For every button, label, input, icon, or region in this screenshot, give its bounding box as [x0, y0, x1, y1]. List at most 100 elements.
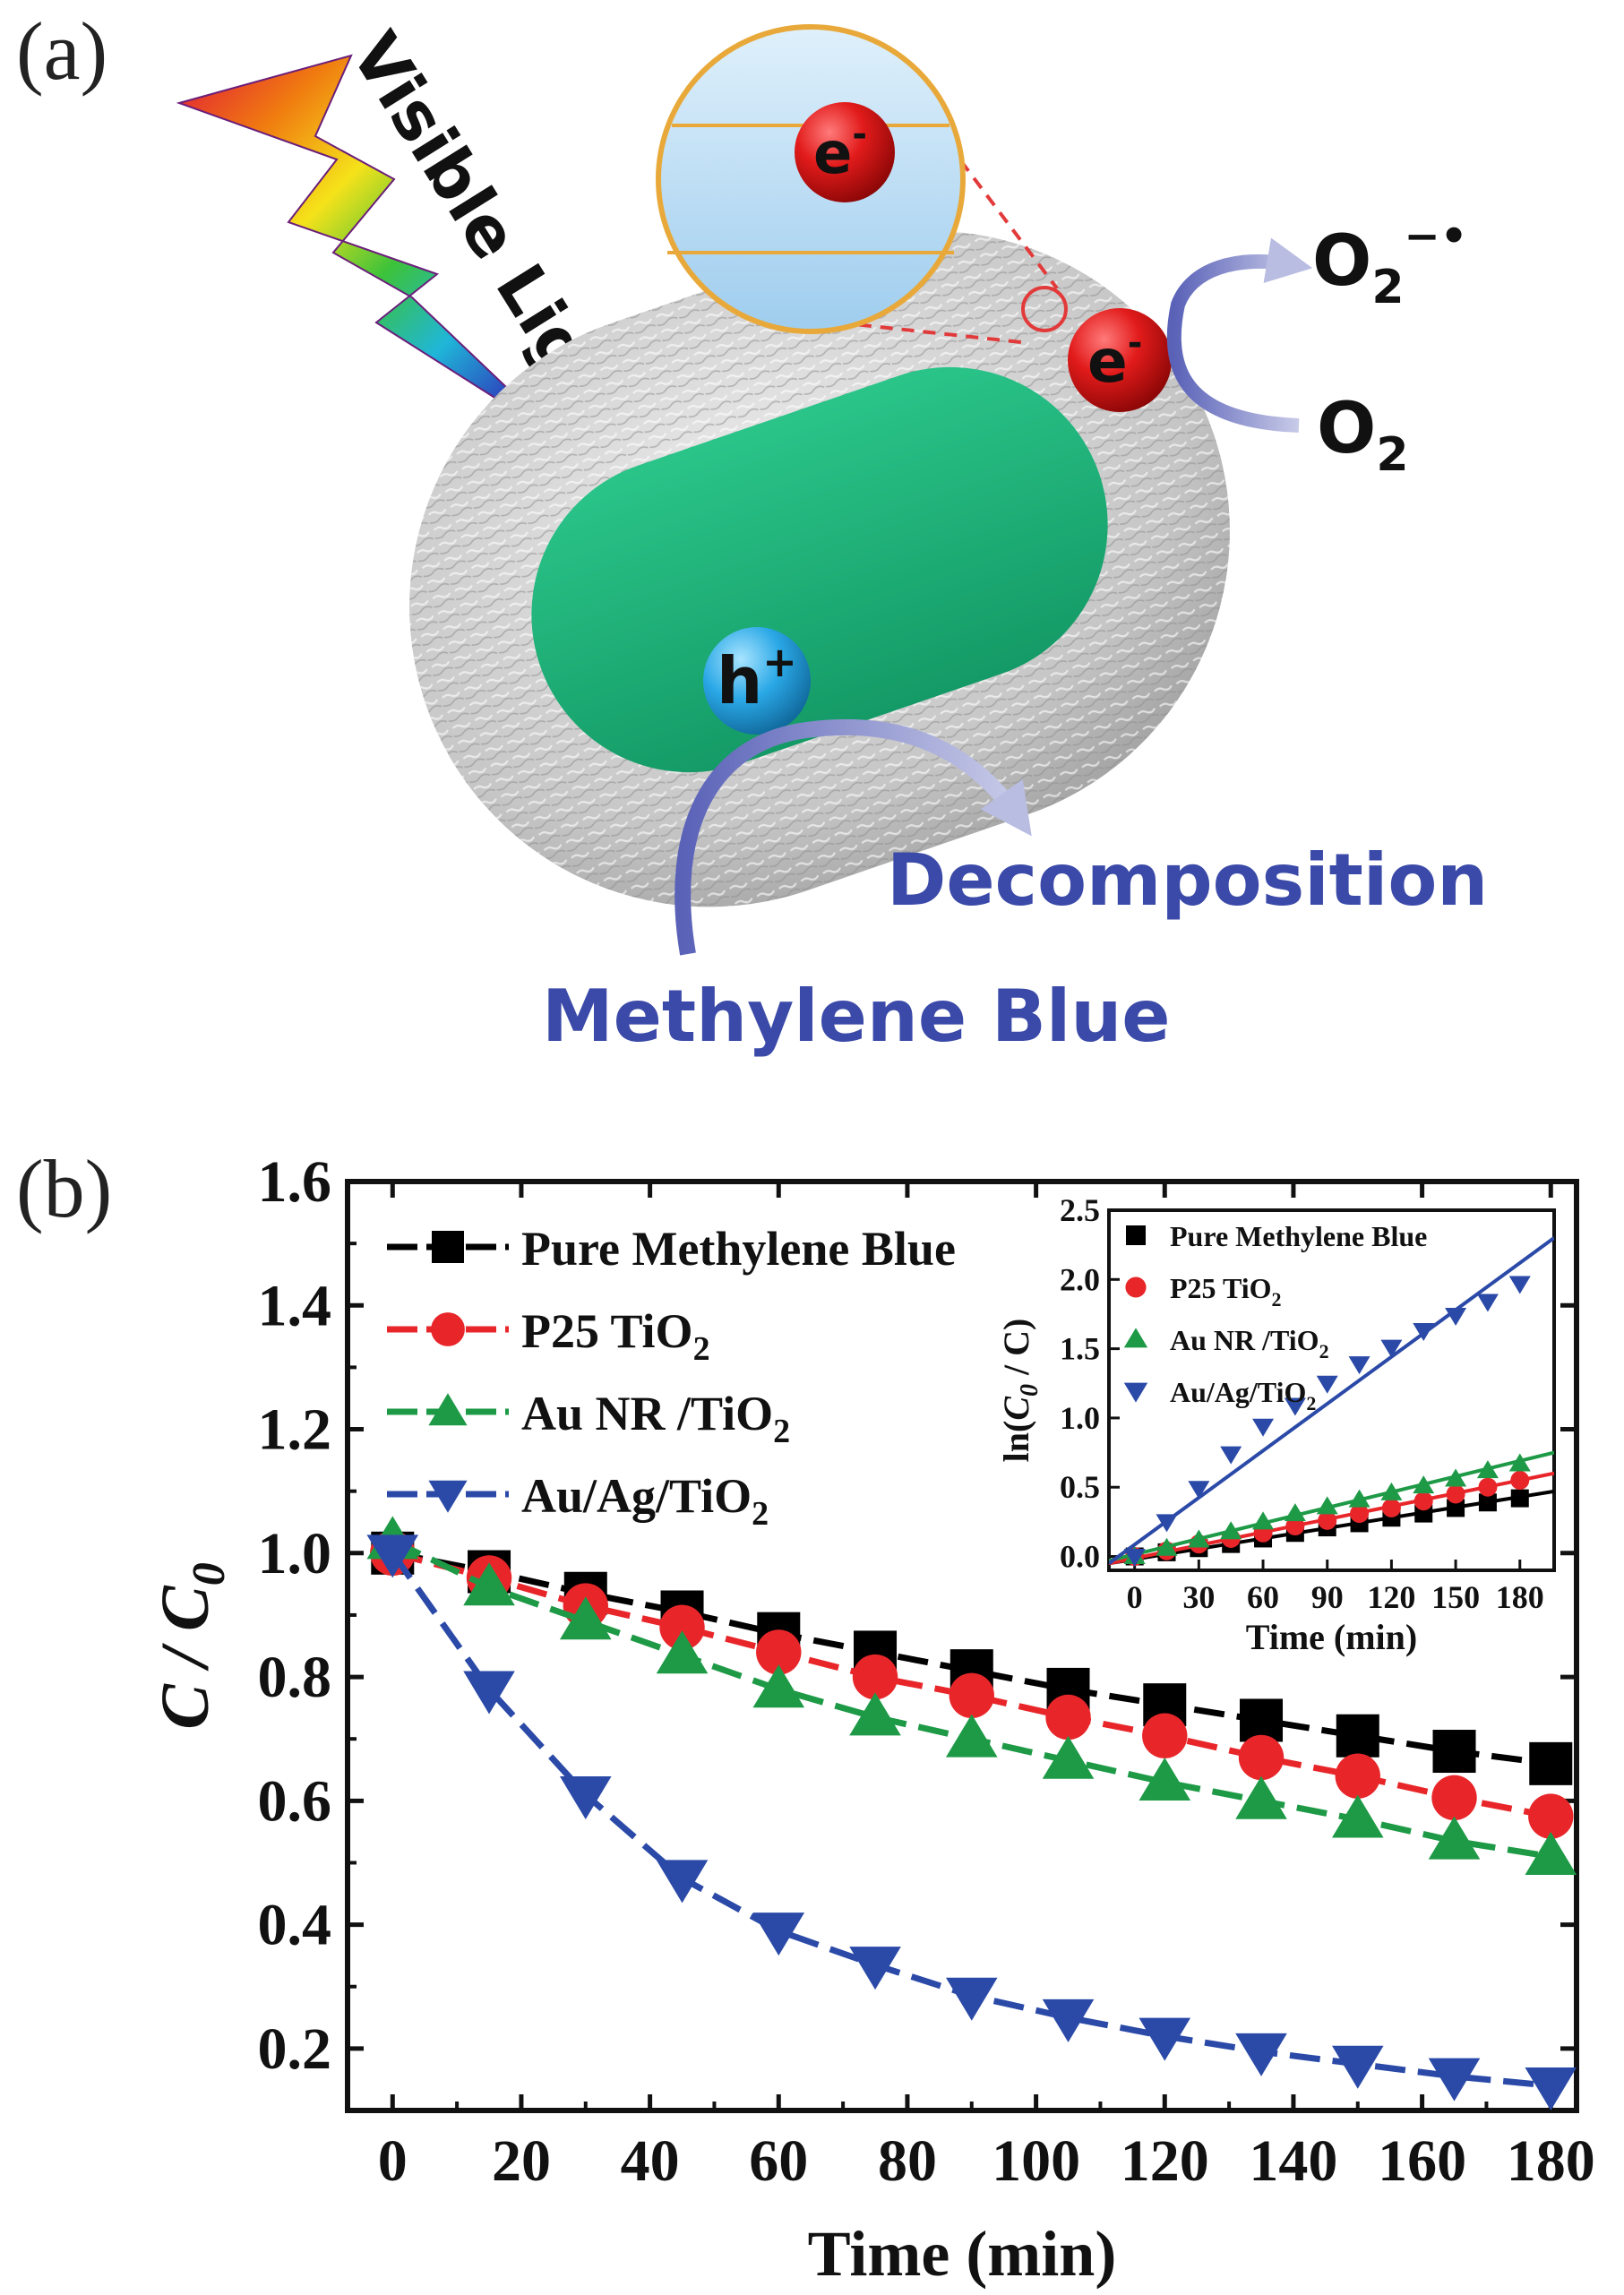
metal-core	[531, 366, 1108, 773]
x-tick-label: 80	[878, 2128, 937, 2194]
inset-y-tick-label: 1.0	[1060, 1400, 1100, 1436]
x-tick-label: 0	[378, 2128, 408, 2194]
inset-y-tick-label: 2.0	[1060, 1261, 1100, 1297]
inset-legend-item-p25-tio2: P25 TiO2	[1125, 1272, 1282, 1311]
inset-data-point-p25-tio2-105	[1350, 1504, 1370, 1524]
legend-marker	[431, 1312, 465, 1346]
data-point-au-nr-tio2-105	[1042, 1735, 1095, 1779]
inset-y-tick-label: 2.5	[1060, 1192, 1100, 1228]
inset-y-label-c0-sub: 0	[1016, 1384, 1044, 1397]
inset-data-point-au-nr-tio2-60	[1252, 1511, 1275, 1530]
legend-label: Pure Methylene Blue	[521, 1222, 956, 1276]
data-point-au-ag-tio2-45	[656, 1860, 709, 1904]
inset-x-tick-label: 60	[1247, 1579, 1279, 1615]
data-point-au-ag-tio2-30	[559, 1776, 612, 1820]
legend-marker	[428, 1393, 468, 1426]
legend-label-sub: 2	[693, 1330, 710, 1368]
inset-legend-item-pure-methylene-blue: Pure Methylene Blue	[1126, 1220, 1427, 1252]
y-tick-label: 0.4	[258, 1893, 332, 1958]
inset-legend-item-au-nr-tio2: Au NR /TiO2	[1123, 1324, 1329, 1362]
legend-label-main: P25 TiO	[521, 1304, 693, 1358]
inset-data-point-au-nr-tio2-165	[1476, 1460, 1499, 1479]
legend-label-main: Pure Methylene Blue	[521, 1222, 956, 1276]
panel-a-label: (a)	[16, 5, 107, 97]
inset-data-point-au-ag-tio2-120	[1380, 1339, 1403, 1358]
y-axis-label-main: C / C	[148, 1585, 223, 1730]
data-point-au-nr-tio2-30	[559, 1596, 612, 1640]
data-point-au-ag-tio2-105	[1042, 1998, 1095, 2042]
inset-data-point-p25-tio2-135	[1413, 1491, 1433, 1511]
data-point-au-nr-tio2-150	[1331, 1794, 1384, 1838]
data-point-p25-tio2-180	[1528, 1793, 1574, 1839]
series-au-ag-tio2	[366, 1534, 1577, 2110]
inset-legend-label: Au/Ag/TiO2	[1170, 1376, 1316, 1414]
series-p25-tio2	[370, 1530, 1574, 1839]
y-axis-label-sub: 0	[184, 1562, 235, 1586]
inset-legend-label-sub: 2	[1319, 1340, 1329, 1362]
inset-data-point-pure-methylene-blue-165	[1478, 1493, 1497, 1512]
legend-label: P25 TiO2	[521, 1304, 710, 1368]
inset-x-axis-label: Time (min)	[1246, 1617, 1417, 1657]
data-point-au-nr-tio2-180	[1525, 1831, 1577, 1875]
series-au-nr-tio2	[366, 1516, 1577, 1875]
legend-label: Au NR /TiO2	[521, 1387, 790, 1450]
hole-label: h+	[717, 638, 797, 718]
electron-icon-zoom	[795, 102, 895, 202]
legend-item-pure-methylene-blue: Pure Methylene Blue	[387, 1222, 956, 1276]
inset-data-point-p25-tio2-165	[1478, 1477, 1498, 1497]
inset-data-point-pure-methylene-blue-180	[1510, 1489, 1529, 1508]
o2-reduction-arrow	[1166, 237, 1313, 433]
x-tick-label: 20	[492, 2128, 551, 2194]
electron-label-zoom: e-	[813, 114, 867, 187]
data-point-p25-tio2-60	[756, 1629, 802, 1675]
lightning-bolt-icon	[176, 54, 563, 442]
x-axis-label: Time (min)	[808, 2218, 1117, 2290]
data-point-au-nr-tio2-135	[1235, 1775, 1287, 1819]
inset-data-point-au-nr-tio2-45	[1220, 1521, 1242, 1540]
zoom-spot	[1021, 286, 1068, 332]
data-point-au-nr-tio2-165	[1428, 1816, 1481, 1860]
legend-item-au-nr-tio2: Au NR /TiO2	[387, 1387, 790, 1450]
inset-series-au-nr-tio2	[1109, 1450, 1554, 1565]
data-point-au-nr-tio2-45	[656, 1630, 709, 1674]
inset-data-point-p25-tio2-150	[1446, 1484, 1465, 1504]
data-point-au-nr-tio2-90	[945, 1714, 998, 1758]
oxidation-arrow	[675, 718, 1032, 956]
legend-label-main: Au NR /TiO	[521, 1387, 773, 1440]
data-point-au-nr-tio2-15	[463, 1562, 515, 1606]
y-tick-label: 1.2	[258, 1397, 332, 1463]
inset-data-point-au-ag-tio2-165	[1476, 1294, 1499, 1312]
data-point-au-ag-tio2-180	[1525, 2067, 1577, 2110]
inset-legend-label: P25 TiO2	[1170, 1272, 1282, 1311]
inset-data-point-au-ag-tio2-15	[1156, 1514, 1178, 1533]
inset-data-point-au-nr-tio2-15	[1156, 1537, 1178, 1556]
data-point-pure-methylene-blue-180	[1529, 1741, 1573, 1785]
data-point-pure-methylene-blue-165	[1432, 1730, 1476, 1774]
inset-y-tick-label: 0.0	[1060, 1539, 1100, 1575]
inset-data-point-au-ag-tio2-105	[1348, 1356, 1371, 1375]
inset-data-point-au-ag-tio2-0	[1123, 1549, 1146, 1568]
y-axis-label: C / C0	[148, 1562, 235, 1730]
legend-label-main: Au/Ag/TiO	[521, 1469, 752, 1523]
x-tick-label: 60	[749, 2128, 808, 2194]
inset-data-point-au-nr-tio2-135	[1413, 1475, 1435, 1494]
inset-data-point-pure-methylene-blue-150	[1447, 1499, 1465, 1517]
legend-marker	[428, 1480, 468, 1513]
data-point-au-ag-tio2-90	[945, 1977, 998, 2021]
inset-legend-label-main: Au NR /TiO	[1170, 1324, 1319, 1356]
y-tick-label: 0.2	[258, 2016, 332, 2082]
x-tick-label: 140	[1249, 2128, 1337, 2194]
legend-item-au-ag-tio2: Au/Ag/TiO2	[387, 1469, 769, 1533]
inset-y-axis-label: ln(C0 / C)	[996, 1319, 1044, 1463]
inset-data-point-au-ag-tio2-135	[1413, 1323, 1435, 1342]
legend-label-sub: 2	[773, 1413, 790, 1450]
data-point-au-ag-tio2-60	[752, 1912, 805, 1956]
inset-x-tick-label: 150	[1431, 1579, 1480, 1615]
inset-legend-marker	[1123, 1382, 1148, 1403]
inset-data-point-au-nr-tio2-180	[1508, 1453, 1531, 1472]
data-point-p25-tio2-150	[1335, 1753, 1380, 1799]
data-point-p25-tio2-105	[1045, 1694, 1091, 1741]
inset-data-point-au-ag-tio2-150	[1445, 1308, 1467, 1327]
